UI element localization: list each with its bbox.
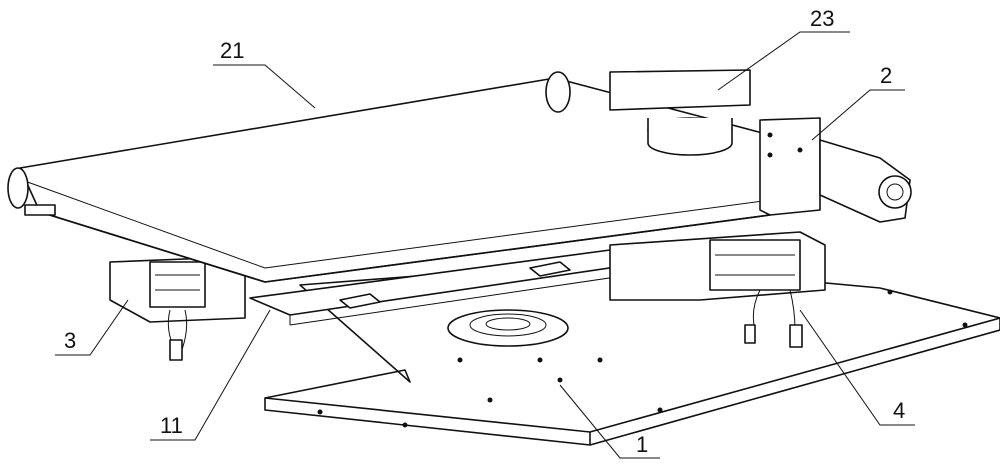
callout-2: 2 bbox=[880, 65, 892, 87]
callout-21: 21 bbox=[220, 40, 244, 62]
callout-23: 23 bbox=[810, 8, 834, 30]
callout-4: 4 bbox=[893, 400, 905, 422]
callout-11: 11 bbox=[160, 415, 183, 437]
side-frame bbox=[760, 118, 911, 222]
callout-3: 3 bbox=[64, 330, 76, 352]
left-drive-unit bbox=[110, 258, 245, 360]
callout-1: 1 bbox=[636, 434, 648, 456]
